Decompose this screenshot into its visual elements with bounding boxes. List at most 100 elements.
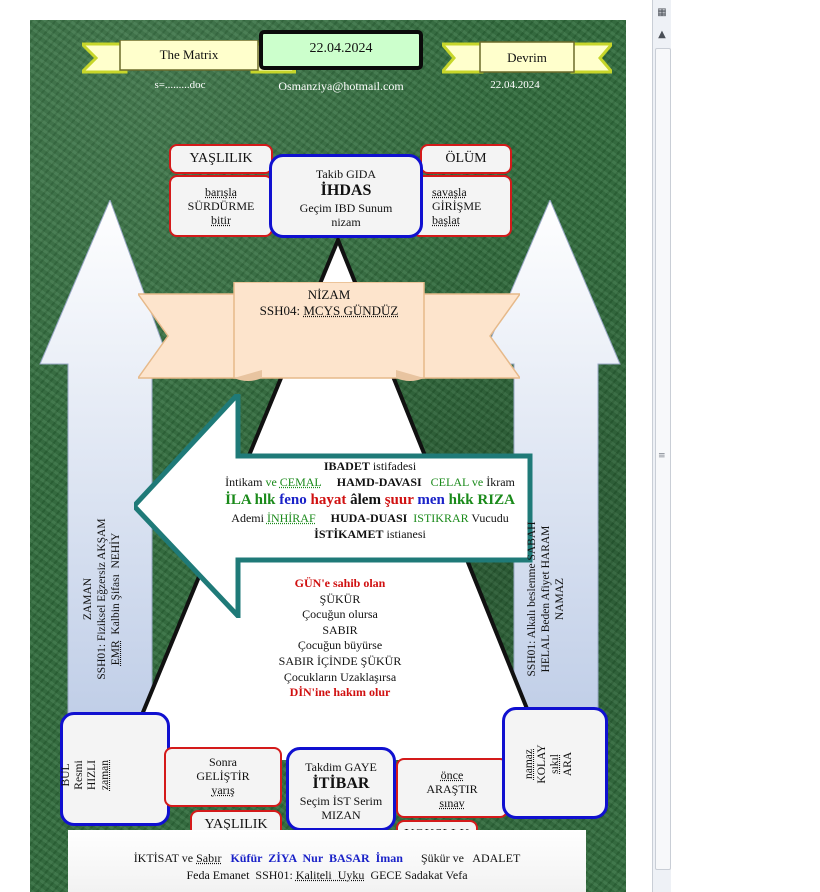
top-center-line4: nizam — [331, 215, 361, 229]
top-right-line1: savaşla — [432, 185, 467, 199]
left-pillar-line3-link: EMR — [110, 640, 122, 666]
nizam-line2: SSH04: MCYS GÜNDÜZ — [234, 303, 424, 319]
arrow-l3-f: men — [417, 492, 449, 508]
nizam-line2-link: MCYS GÜNDÜZ — [303, 303, 399, 318]
top-left-tab: YAŞLILIK — [169, 144, 273, 174]
triangle-line5: Çocuğun büyürse — [297, 638, 383, 653]
left-pillar-text: ZAMAN SSH01: Fiziksel Eğzersiz AKŞAM EMR… — [81, 439, 131, 759]
footer-band — [68, 830, 586, 892]
arrow-l4-d: ISTIKRAR — [407, 511, 469, 525]
arrow-l4-b: İNHİRAF — [266, 511, 316, 525]
arrow-l1-rest: istifadesi — [369, 459, 417, 473]
bottom-left-blue-line2: Resmi — [73, 760, 85, 790]
footer-l2-b: Kaliteli Uyku — [295, 868, 365, 882]
left-pillar-line1: ZAMAN — [82, 577, 94, 621]
nizam-line1: NİZAM — [307, 287, 351, 302]
triangle-line1: GÜN'e sahib olan — [294, 576, 386, 590]
triangle-line3: Çocuğun olursa — [302, 607, 378, 622]
right-banner-label: Devrim — [507, 50, 547, 65]
bottom-right-blue-line3: sıkıl — [549, 754, 561, 774]
bottom-right-blue-line2: KOLAY — [536, 744, 548, 784]
arrow-line4: Ademi İNHİRAF HUDA-DUASI ISTIKRAR Vucudu — [200, 510, 540, 526]
bottom-right-blue-line1: namaz — [523, 749, 535, 780]
right-date-text: 22.04.2024 — [490, 79, 540, 91]
triangle-line6: SABIR İÇİNDE ŞÜKÜR — [278, 653, 402, 668]
triangle-text-block: GÜN'e sahib olan ŞÜKÜR Çocuğun olursa SA… — [240, 576, 440, 701]
bottom-right-blue-line4: ARA — [562, 751, 574, 777]
triangle-line7: Çocukların Uzaklaşırsa — [283, 669, 397, 684]
arrow-line2: İntikam ve CEMAL HAMD-DAVASI CELAL ve İk… — [200, 474, 540, 490]
date-label: 22.04.2024 — [309, 41, 373, 56]
left-banner-label: The Matrix — [159, 47, 219, 62]
top-right-tab-label: ÖLÜM — [445, 151, 487, 166]
bottom-center-box: Takdim GAYE İTİBAR Seçim İST Serim MIZAN — [286, 747, 396, 831]
triangle-line2: ŞÜKÜR — [319, 591, 361, 606]
left-file-name: s=.........doc — [154, 79, 206, 91]
nizam-scroll-banner — [138, 282, 520, 381]
arrow-l4-c: HUDA-DUASI — [315, 511, 408, 525]
bottom-left-blue-line4: zaman — [99, 760, 111, 791]
top-left-line1: barışla — [205, 185, 237, 199]
bottom-left-blue-box — [60, 712, 170, 826]
bottom-right-red-line1: önce — [440, 768, 464, 782]
bottom-center-line2: İTİBAR — [312, 775, 370, 792]
footer-line1: İKTİSAT ve Sabır Küfür ZİYA Nur BASAR İm… — [68, 851, 586, 866]
arrow-l4-a: Ademi — [231, 511, 267, 525]
top-right-box: savaşla GİRİŞME başlat — [412, 175, 512, 237]
left-pillar-line2: SSH01: Fiziksel Eğzersiz AKŞAM — [96, 518, 108, 680]
bottom-left-red-line3: yarış — [211, 783, 235, 797]
arrow-l2-e: CELAL — [421, 475, 469, 489]
arrow-l2-c: CEMAL — [279, 475, 322, 489]
nizam-text: NİZAM SSH04: MCYS GÜNDÜZ — [234, 287, 424, 319]
big-left-arrow — [134, 394, 533, 618]
bottom-center-line1: Takdim GAYE — [305, 760, 377, 774]
top-left-line3: bitir — [211, 213, 231, 227]
footer-l2-c: GECE Sadakat Vefa — [364, 868, 468, 882]
bottom-center-line4: MIZAN — [321, 808, 361, 822]
arrow-l3-g: hkk RIZA — [448, 492, 515, 508]
footer-l1-b: Sabır — [196, 851, 222, 865]
split-view-icon[interactable]: ▦ — [657, 7, 667, 18]
arrow-l3-c: hayat — [310, 492, 351, 508]
arrow-l3-b: feno — [279, 492, 311, 508]
arrow-l1-bold: IBADET — [323, 459, 370, 473]
bottom-left-red-box: Sonra GELİŞTİR yarış — [164, 747, 282, 807]
footer-l1-d: Şükür ve ADALET — [402, 851, 521, 865]
bottom-right-blue-text: namaz KOLAY sıkıl ARA — [523, 709, 587, 819]
arrow-l2-d: HAMD-DAVASI — [321, 475, 422, 489]
arrow-line3: İLA hlk feno hayat âlem şuur men hkk RIZ… — [200, 490, 540, 510]
footer-l1-c: Küfür ZİYA Nur BASAR İman — [221, 851, 403, 865]
arrow-line1: IBADET istifadesi — [200, 458, 540, 474]
scrollbar-thumb[interactable] — [655, 48, 671, 870]
triangle-line8: DİN'ine hakım olur — [289, 685, 391, 700]
arrow-l2-g: İkram — [486, 475, 515, 489]
bottom-right-red-box: önce ARAŞTIR sınav — [396, 758, 508, 818]
top-left-tab-label: YAŞLILIK — [189, 151, 253, 166]
bottom-right-red-line2: ARAŞTIR — [426, 782, 478, 796]
top-center-line2: İHDAS — [320, 182, 372, 199]
scrollbar-grip-icon: ≡ — [658, 451, 666, 461]
arrow-l3-d: âlem — [350, 492, 385, 508]
footer-l2-a: Feda Emanet SSH01: — [186, 868, 296, 882]
arrow-line5: İSTİKAMET istianesi — [200, 526, 540, 542]
arrow-l5-rest: istianesi — [383, 527, 426, 541]
top-left-box: barışla SÜRDÜRME bitir — [169, 175, 273, 237]
vertical-scrollbar[interactable]: ▦ ▲ ≡ — [652, 0, 671, 892]
scroll-up-arrow-icon[interactable]: ▲ — [658, 29, 666, 40]
bottom-left-blue-text: BUL Resmi HIZLI zaman — [60, 720, 130, 830]
arrow-l4-e: Vucudu — [468, 511, 509, 525]
arrow-l5-bold: İSTİKAMET — [314, 527, 384, 541]
bottom-left-blue-line1: BUL — [60, 763, 72, 787]
top-right-tab: ÖLÜM — [420, 144, 512, 174]
footer-l1-a: İKTİSAT ve — [133, 851, 197, 865]
bottom-left-red-line2: GELİŞTİR — [196, 769, 250, 783]
top-center-line1: Takib GIDA — [315, 167, 377, 181]
arrow-l3-e: şuur — [384, 492, 418, 508]
arrow-l2-f: ve — [468, 475, 487, 489]
top-left-line2: SÜRDÜRME — [187, 199, 255, 213]
bottom-left-red-line1: Sonra — [209, 755, 237, 769]
email-text: Osmanziya@hotmail.com — [278, 79, 404, 93]
bottom-right-red-line3: sınav — [439, 796, 465, 810]
top-center-box: Takib GIDA İHDAS Geçim IBD Sunum nizam — [269, 154, 423, 238]
top-right-line3: başlat — [432, 213, 460, 227]
